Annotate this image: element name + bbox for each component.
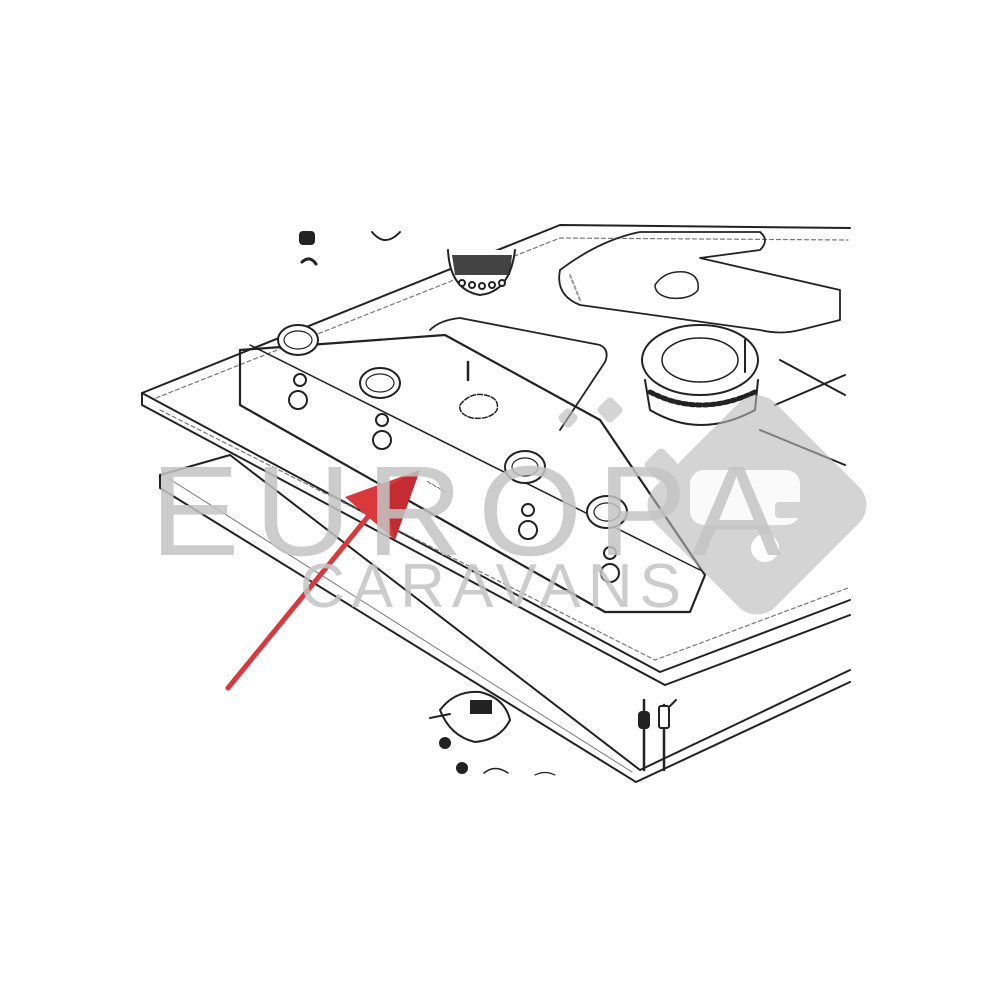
- watermark-caravans: CARAVANS: [300, 552, 688, 621]
- hob-frame: [141, 224, 851, 686]
- caravan-diamond-logo-icon: [558, 395, 867, 615]
- thermocouple-1: [638, 698, 650, 772]
- large-burner: [641, 324, 759, 426]
- seal-gasket: [159, 454, 851, 783]
- small-burner-rear: [371, 231, 516, 296]
- control-knob-1: [277, 324, 319, 410]
- fixing-screws: [299, 231, 318, 266]
- pan-support-right: [558, 231, 841, 334]
- control-knob-3: [504, 450, 546, 540]
- control-knob-4: [586, 495, 628, 583]
- small-burner-seat: [459, 360, 499, 420]
- highlight-arrow-icon: [225, 470, 420, 691]
- watermark-europa: EUROPA: [150, 440, 796, 583]
- control-knob-2: [359, 367, 401, 450]
- gas-valve: [429, 690, 556, 776]
- thermocouple-2: [658, 699, 677, 772]
- hob-top-surface: [429, 317, 608, 431]
